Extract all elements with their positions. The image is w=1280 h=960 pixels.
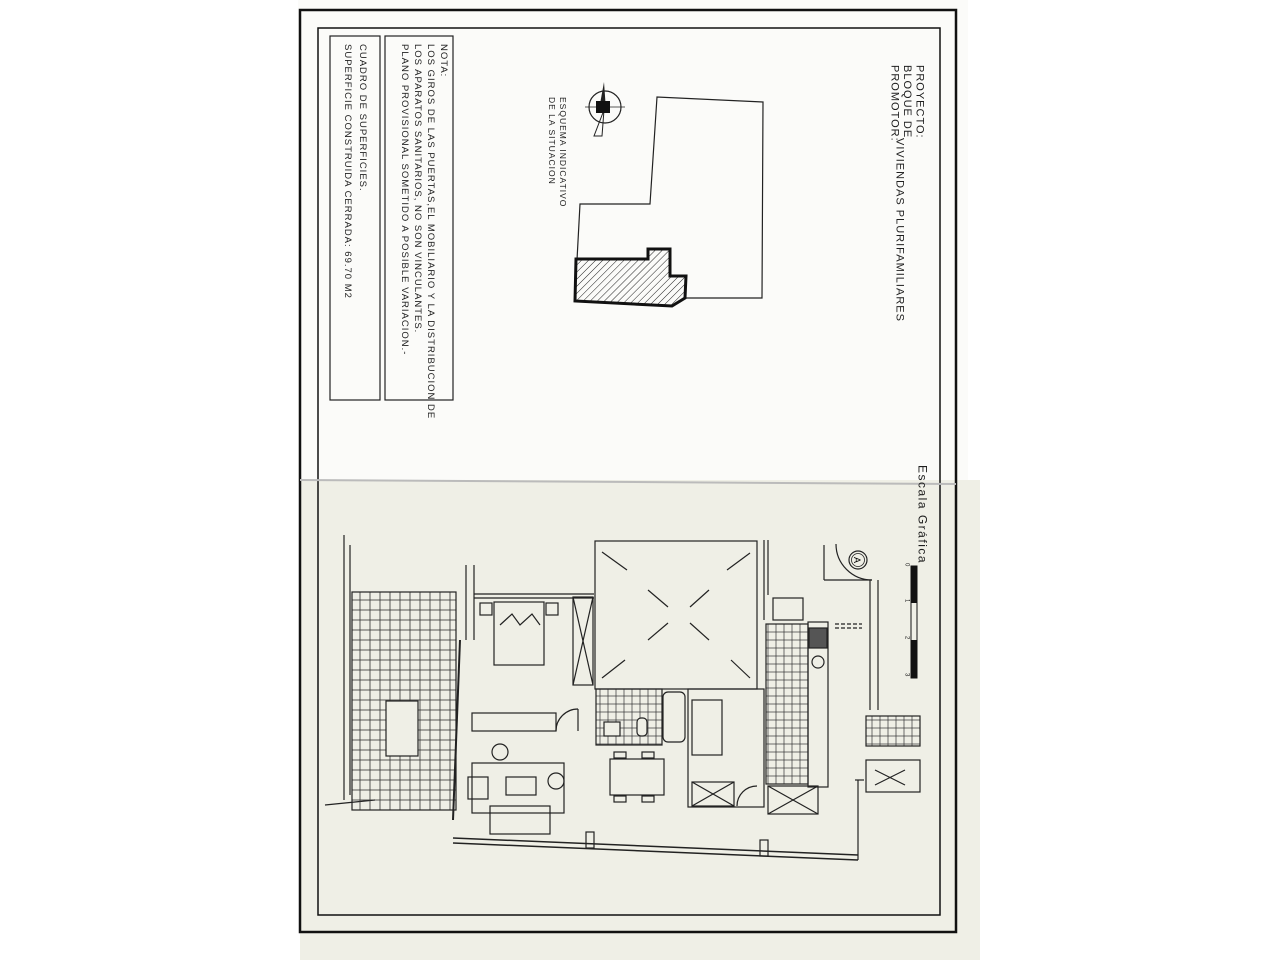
cuadro-box	[329, 35, 381, 401]
nota-line: PLANO PROVISIONAL SOMETIDO A POSIBLE VAR…	[399, 44, 410, 356]
site-label-line2: DE LA SITUACION	[547, 97, 557, 185]
bathtub	[662, 691, 686, 743]
paper-top-half	[298, 0, 968, 482]
coffee-table	[505, 776, 537, 796]
light-well	[594, 540, 758, 690]
scale-bar	[910, 565, 918, 679]
proyecto-label: PROYECTO:	[913, 65, 926, 139]
door-marker-label: A	[852, 557, 862, 563]
single-bed	[691, 699, 723, 756]
kitchen-tiles	[765, 623, 809, 785]
cooktop	[808, 627, 828, 649]
dining-table	[609, 758, 665, 796]
outer-border	[298, 8, 958, 934]
promotor-label: PROMOTOR:	[888, 65, 901, 142]
project-name: VIVIENDAS PLURIFAMILIARES	[893, 138, 906, 322]
washbasin	[603, 721, 621, 737]
armchair-table	[491, 743, 509, 761]
scale-tick-0: 0	[903, 563, 910, 568]
scale-title: Escala Gráfica	[915, 465, 930, 565]
terrace-table	[385, 700, 419, 757]
nota-line: LOS APARATOS SANITARIOS, NO SON VINCULAN…	[412, 44, 423, 334]
site-plan	[573, 96, 764, 308]
bloque-label: BLOQUE DE	[901, 65, 913, 139]
scale-tick-1: 1	[903, 599, 910, 604]
cuadro-text: CUADRO DE SUPERFICIES. SUPERFICIE CONSTR…	[340, 44, 370, 299]
scale-tick-2: 2	[903, 636, 910, 641]
toilet	[636, 717, 648, 737]
double-bed	[493, 601, 545, 666]
wardrobe	[572, 596, 594, 686]
scale-tick-3: 3	[903, 673, 910, 678]
armchair	[467, 776, 489, 800]
sink	[772, 597, 804, 621]
cuadro-area: SUPERFICIE CONSTRUIDA CERRADA: 69.70 M2	[342, 44, 353, 299]
nota-heading: NOTA:	[438, 44, 449, 78]
floor-plan	[324, 535, 921, 861]
nota-text: NOTA: LOS GIROS DE LAS PUERTAS,EL MOBILI…	[398, 44, 450, 419]
north-arrow-icon	[585, 82, 625, 137]
inner-border	[317, 27, 941, 916]
title-labels: PROYECTO: BLOQUE DE PROMOTOR:	[888, 65, 926, 142]
site-label-line1: ESQUEMA INDICATIVO	[558, 97, 568, 208]
fold-line	[299, 479, 957, 485]
cuadro-heading: CUADRO DE SUPERFICIES.	[357, 44, 368, 192]
site-plan-label: ESQUEMA INDICATIVO DE LA SITUACION	[546, 97, 568, 207]
nota-line: LOS GIROS DE LAS PUERTAS,EL MOBILIARIO Y…	[425, 44, 436, 420]
sofa	[489, 805, 551, 835]
door-marker: A	[848, 550, 868, 570]
building-footprint-hatched	[573, 247, 688, 308]
nota-box	[384, 35, 454, 401]
